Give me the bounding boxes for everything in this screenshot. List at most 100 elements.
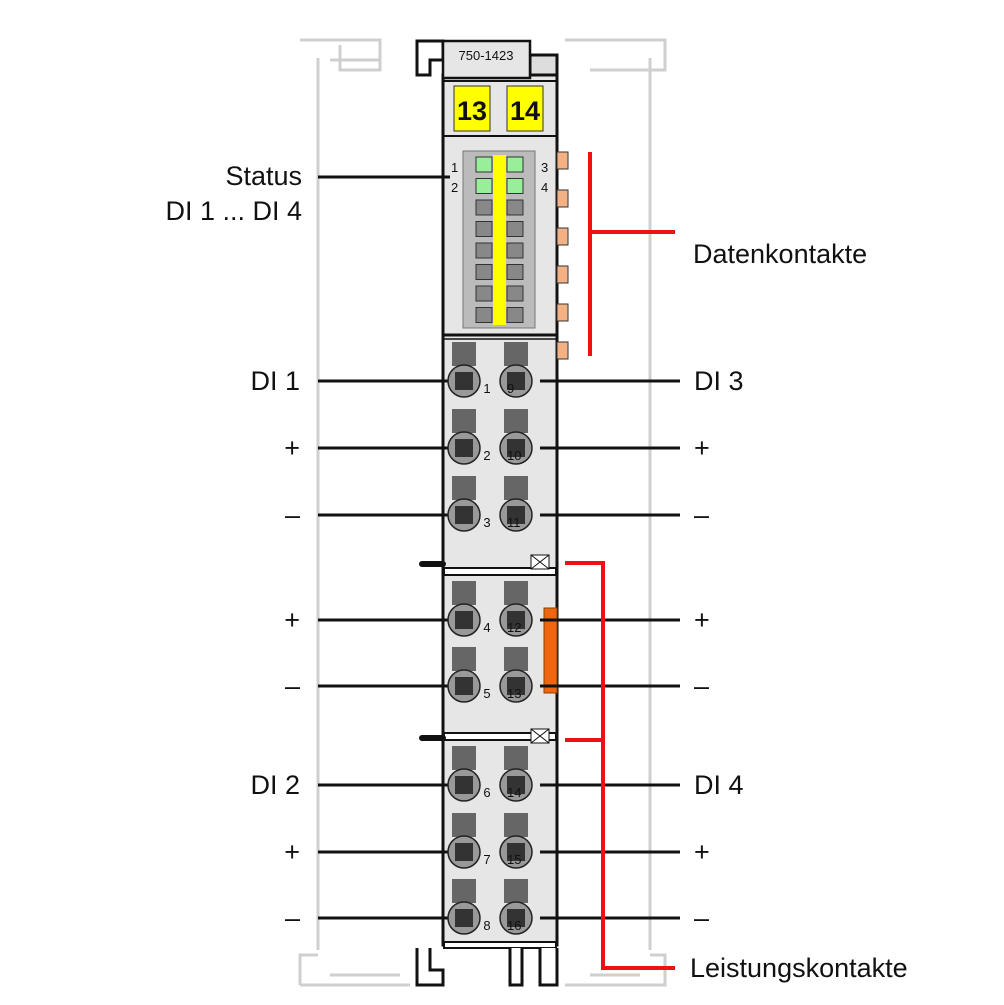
release-slot[interactable] [452, 647, 476, 671]
led-num-1: 1 [451, 160, 458, 175]
release-slot[interactable] [452, 476, 476, 500]
release-slot[interactable] [504, 813, 528, 837]
terminal-number: 4 [483, 620, 490, 635]
terminal-number: 13 [507, 686, 521, 701]
led-off [475, 199, 493, 216]
data-contacts [556, 151, 569, 360]
terminal-number: 11 [507, 515, 521, 530]
led-off [475, 242, 493, 259]
terminal-number: 10 [507, 448, 521, 463]
power-contacts-bracket [565, 561, 675, 970]
right-label: + [694, 605, 710, 635]
release-slot[interactable] [504, 342, 528, 366]
terminal-number: 14 [507, 785, 521, 800]
clamp-opening [507, 843, 525, 861]
right-label: + [694, 837, 710, 867]
top-hook-left [415, 39, 445, 77]
release-slot[interactable] [504, 409, 528, 433]
terminal-number: 7 [483, 852, 490, 867]
right-label: DI 4 [694, 770, 744, 800]
clamp-opening [507, 439, 525, 457]
right-label: – [694, 671, 709, 701]
release-slot[interactable] [504, 476, 528, 500]
led-num-3: 3 [541, 160, 548, 175]
terminal-row: 8 16 – – [285, 879, 709, 935]
led-on [506, 156, 524, 173]
release-slot[interactable] [452, 581, 476, 605]
power-jumper-slot-2 [530, 728, 550, 744]
clamp-opening [455, 909, 473, 927]
right-label: – [694, 500, 709, 530]
left-label: + [284, 433, 300, 463]
clamp-opening [455, 439, 473, 457]
release-slot[interactable] [452, 746, 476, 770]
led-off [506, 264, 524, 280]
release-slot[interactable] [452, 813, 476, 837]
power-contacts-label: Leistungskontakte [690, 953, 908, 983]
led-off [506, 199, 524, 216]
clamp-opening [455, 372, 473, 390]
clamp-opening [507, 677, 525, 695]
terminal-number: 3 [483, 515, 490, 530]
left-label: – [285, 671, 300, 701]
bottom-hook-left [415, 948, 445, 987]
release-slot[interactable] [504, 647, 528, 671]
release-slot[interactable] [504, 879, 528, 903]
marker-label-14: 14 [510, 96, 540, 126]
terminal-number: 16 [507, 918, 521, 933]
led-on [475, 156, 493, 173]
bottom-hook-right [508, 948, 559, 987]
clamp-opening [507, 372, 525, 390]
right-label: – [694, 903, 709, 933]
led-off [475, 285, 493, 302]
clamp-opening [455, 677, 473, 695]
led-on [506, 178, 524, 194]
status-label-sub: DI 1 ... DI 4 [165, 196, 302, 226]
data-contact [556, 303, 569, 322]
release-slot[interactable] [452, 409, 476, 433]
terminal-number: 12 [507, 620, 521, 635]
clamp-opening [455, 506, 473, 524]
terminal-number: 9 [507, 381, 514, 396]
release-slot[interactable] [504, 581, 528, 605]
din-rail-outline [298, 38, 667, 987]
marker-13 [453, 85, 491, 132]
led-off [506, 242, 524, 259]
led-off [475, 264, 493, 280]
release-slot[interactable] [452, 342, 476, 366]
clamp-opening [507, 909, 525, 927]
release-slot[interactable] [504, 746, 528, 770]
left-label: DI 1 [250, 366, 300, 396]
power-contact-bar [543, 607, 558, 694]
clamp-opening [455, 776, 473, 794]
left-label: + [284, 605, 300, 635]
status-leds [475, 156, 524, 323]
data-contact [556, 189, 569, 208]
status-label: Status [225, 161, 302, 191]
data-contact [556, 227, 569, 246]
terminal-number: 2 [483, 448, 490, 463]
led-off [475, 307, 493, 323]
led-on [475, 178, 493, 194]
part-label-box [441, 39, 532, 80]
left-label: DI 2 [250, 770, 300, 800]
terminal-number: 1 [483, 381, 490, 396]
release-slot[interactable] [452, 879, 476, 903]
terminal-number: 8 [483, 918, 490, 933]
led-off [506, 285, 524, 302]
led-num-2: 2 [451, 180, 458, 195]
led-off [506, 221, 524, 237]
left-label: + [284, 837, 300, 867]
left-label: – [285, 903, 300, 933]
terminal-row: 4 12 + + [284, 581, 710, 637]
power-jumper-slot-1 [530, 554, 550, 570]
marker-14 [506, 85, 544, 132]
clamp-opening [507, 611, 525, 629]
